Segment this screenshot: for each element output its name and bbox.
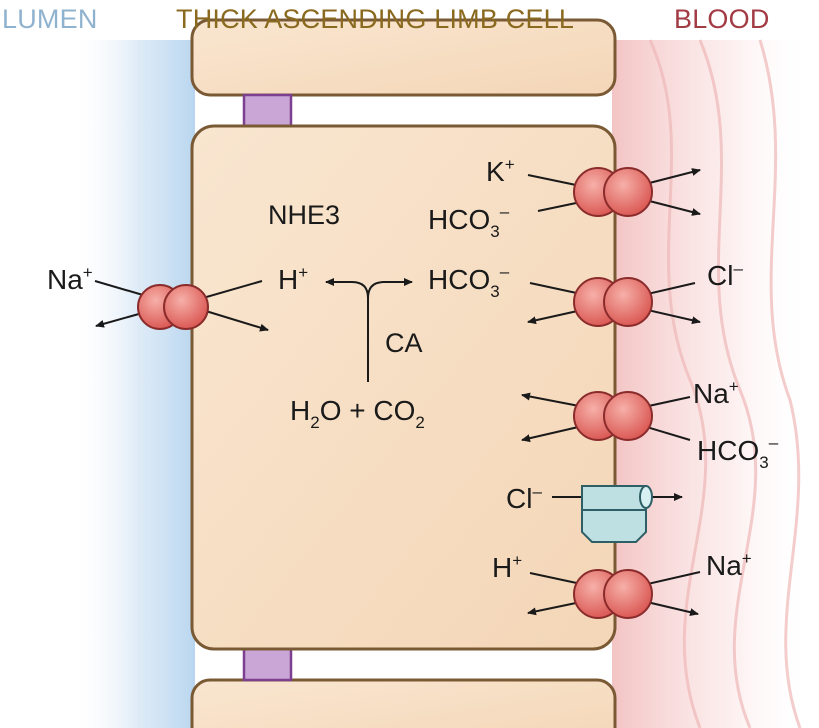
cl-label-blood: Cl– [707,259,743,291]
cl-channel [552,485,683,543]
blood-vessel-lines [648,39,802,728]
tight-junction-lower [242,646,293,682]
na-hco3-cotransporter [521,391,691,443]
blood-region [612,40,812,728]
lumen-region [70,40,195,728]
hco3-label-basolateral-2: HCO3– [697,433,779,472]
k-label: K+ [486,155,515,187]
hco3-label-center: HCO3– [428,262,510,301]
upper-neighbor-cell [190,18,617,97]
lumen-header: LUMEN [2,4,98,34]
thick-ascending-limb-cell [190,124,617,651]
h-label: H+ [278,263,308,295]
cl-hco3-exchanger [527,277,701,327]
h2o-co2-label: H2O + CO2 [290,395,425,432]
basolateral-na-h-exchanger [527,569,701,619]
lower-neighbor-cell [190,678,617,728]
na-label-blood: Na+ [693,377,739,409]
blood-header: BLOOD [674,4,770,34]
ion-labels: NHE3 CA Na+ H+ HCO3– H2O + CO2 K+ HCO3– … [47,155,779,583]
nhe3-transporter [94,280,269,332]
cl-channel-label: Cl– [506,482,542,514]
h-label-basolateral: H+ [492,551,522,583]
nhe3-label: NHE3 [268,200,340,230]
tight-junction-upper [242,93,293,129]
hco3-label-basolateral-1: HCO3– [428,202,510,241]
na-label-blood-2: Na+ [706,549,752,581]
k-hco3-cotransporter [527,167,701,217]
lumen-na-label: Na+ [47,263,93,295]
cell-header: THICK ASCENDING LIMB CELL [176,4,575,34]
ca-reaction-arrows [325,278,413,382]
ca-label: CA [385,328,423,358]
